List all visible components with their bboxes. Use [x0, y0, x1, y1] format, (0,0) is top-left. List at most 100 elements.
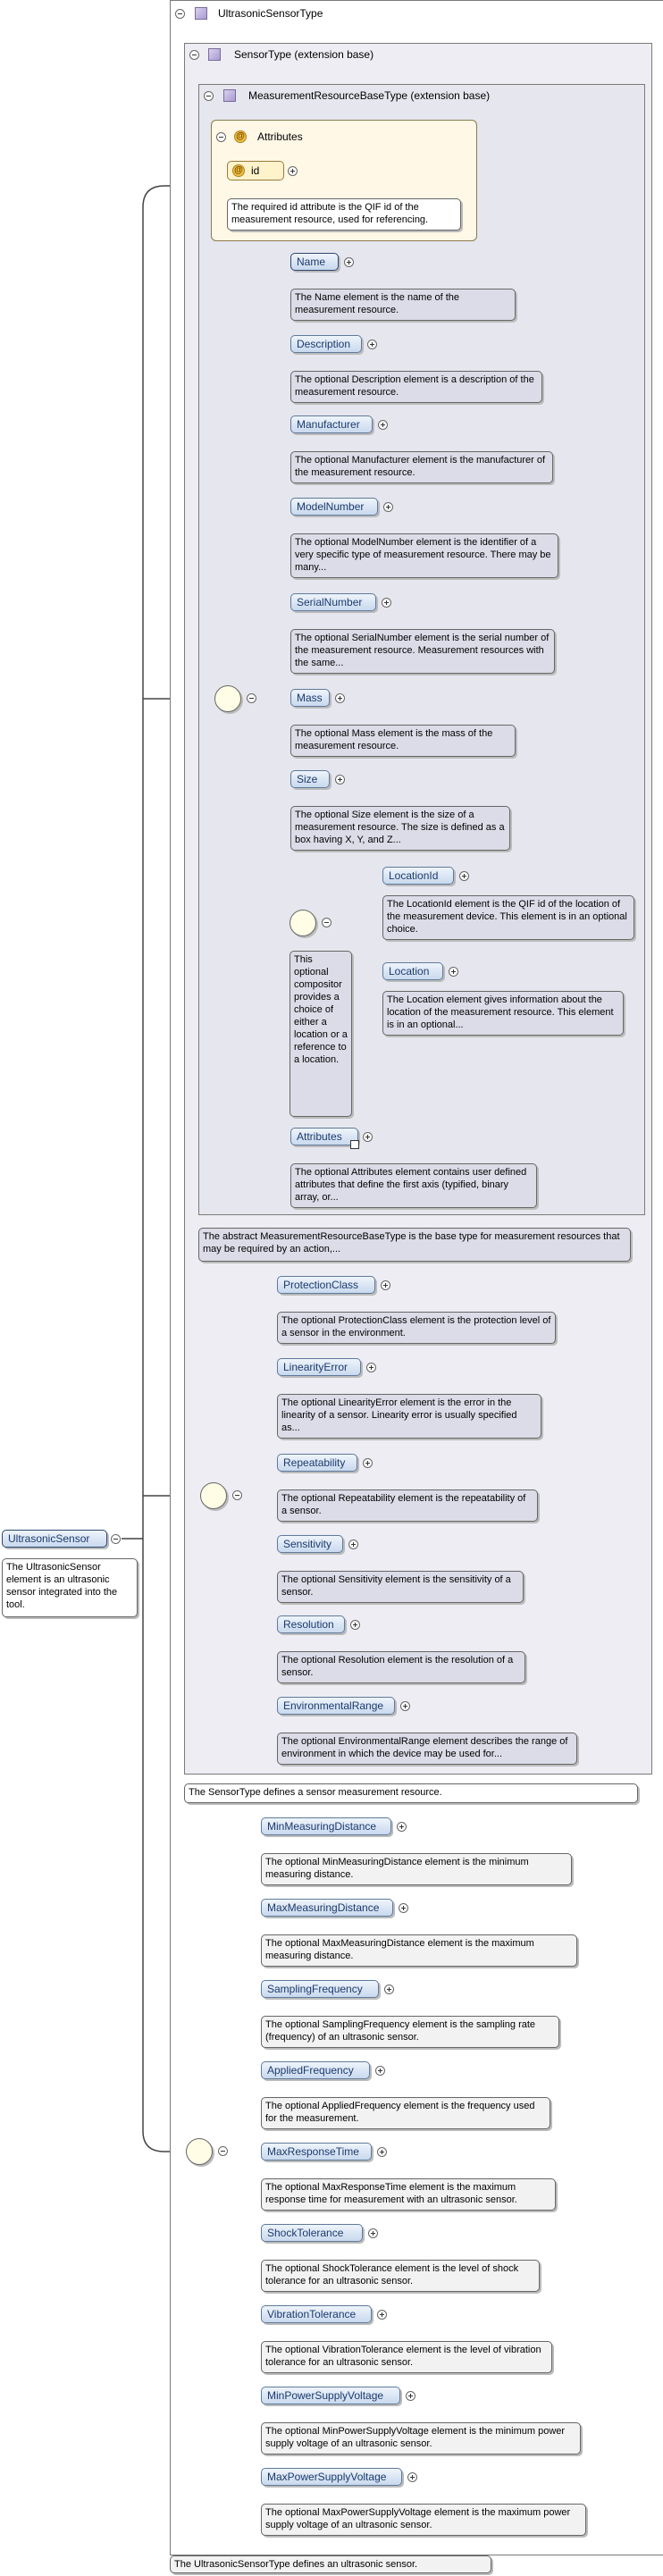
- expand-linearityerror-toggle[interactable]: [366, 1363, 376, 1372]
- expand-minpowersupplyvoltage-toggle[interactable]: [406, 2391, 415, 2401]
- expand-attributes-toggle[interactable]: [363, 1132, 373, 1142]
- element-description[interactable]: Description: [290, 335, 362, 353]
- expand-maxresponsetime-toggle[interactable]: [377, 2147, 387, 2157]
- element-linearityerror[interactable]: LinearityError: [277, 1358, 361, 1376]
- choice-doc: This optional compositor provides a choi…: [290, 951, 352, 1117]
- samplingfrequency-doc: The optional SamplingFrequency element i…: [261, 2016, 559, 2048]
- collapse-attributes-toggle[interactable]: [216, 132, 226, 142]
- repeatability-doc: The optional Repeatability element is th…: [277, 1489, 538, 1522]
- resolution-doc: The optional Resolution element is the r…: [277, 1651, 525, 1683]
- collapse-choice-toggle[interactable]: [322, 918, 332, 927]
- complex-type-icon: [195, 7, 207, 20]
- element-sensitivity[interactable]: Sensitivity: [277, 1535, 343, 1553]
- protectionclass-doc: The optional ProtectionClass element is …: [277, 1312, 556, 1344]
- element-resolution[interactable]: Resolution: [277, 1615, 345, 1633]
- expand-manufacturer-toggle[interactable]: [378, 420, 388, 430]
- expand-minmeasuringdistance-toggle[interactable]: [397, 1822, 407, 1832]
- sequence-compositor-icon[interactable]: [214, 685, 241, 712]
- expand-location-toggle[interactable]: [449, 967, 458, 977]
- maxmeasuringdistance-doc: The optional MaxMeasuringDistance elemen…: [261, 1934, 577, 1967]
- mrb-type-doc: The abstract MeasurementResourceBaseType…: [198, 1228, 631, 1262]
- root-element-ultrasonic-sensor[interactable]: UltrasonicSensor: [2, 1530, 107, 1548]
- expand-serialnumber-toggle[interactable]: [382, 598, 391, 608]
- name-doc: The Name element is the name of the meas…: [290, 289, 516, 321]
- element-name[interactable]: Name: [290, 253, 339, 271]
- locationid-doc: The LocationId element is the QIF id of …: [382, 895, 634, 940]
- minpowersupplyvoltage-doc: The optional MinPowerSupplyVoltage eleme…: [261, 2422, 581, 2454]
- sequence-compositor-icon[interactable]: [200, 1482, 227, 1509]
- expand-description-toggle[interactable]: [367, 340, 377, 349]
- element-minmeasuringdistance[interactable]: MinMeasuringDistance: [261, 1817, 391, 1835]
- expand-maxmeasuringdistance-toggle[interactable]: [399, 1903, 408, 1913]
- location-doc: The Location element gives information a…: [382, 991, 624, 1036]
- attributes-element-doc: The optional Attributes element contains…: [290, 1163, 537, 1208]
- expand-repeatability-toggle[interactable]: [363, 1458, 373, 1468]
- expand-resolution-toggle[interactable]: [350, 1620, 360, 1630]
- element-appliedfrequency[interactable]: AppliedFrequency: [261, 2061, 370, 2079]
- attribute-id-doc: The required id attribute is the QIF id …: [227, 198, 461, 231]
- element-locationid[interactable]: LocationId: [382, 867, 454, 885]
- element-location[interactable]: Location: [382, 962, 443, 980]
- element-shocktolerance[interactable]: ShockTolerance: [261, 2224, 363, 2242]
- sequence-compositor-icon[interactable]: [186, 2138, 213, 2165]
- attribute-at-icon: @: [234, 130, 247, 143]
- expand-sensitivity-toggle[interactable]: [348, 1540, 358, 1549]
- collapse-root-toggle[interactable]: [111, 1534, 121, 1544]
- collapse-sensor-sequence-toggle[interactable]: [232, 1490, 242, 1500]
- collapse-ultrasonic-type-toggle[interactable]: [175, 9, 185, 19]
- element-size[interactable]: Size: [290, 770, 330, 788]
- element-environmentalrange[interactable]: EnvironmentalRange: [277, 1697, 395, 1715]
- expand-maxpowersupplyvoltage-toggle[interactable]: [407, 2472, 417, 2482]
- element-serialnumber[interactable]: SerialNumber: [290, 593, 376, 611]
- ultrasonic-type-title: UltrasonicSensorType: [218, 7, 323, 20]
- collapse-ultrasonic-sequence-toggle[interactable]: [218, 2146, 228, 2156]
- attribute-at-icon: @: [232, 164, 245, 177]
- description-doc: The optional Description element is a de…: [290, 371, 542, 403]
- expand-shocktolerance-toggle[interactable]: [368, 2228, 378, 2238]
- complex-type-icon: [223, 89, 236, 102]
- element-samplingfrequency[interactable]: SamplingFrequency: [261, 1980, 379, 1998]
- ultrasonic-type-doc: The UltrasonicSensorType defines an ultr…: [170, 2555, 491, 2573]
- element-vibrationtolerance[interactable]: VibrationTolerance: [261, 2305, 372, 2323]
- size-doc: The optional Size element is the size of…: [290, 806, 510, 851]
- element-maxpowersupplyvoltage[interactable]: MaxPowerSupplyVoltage: [261, 2468, 402, 2486]
- collapse-mrb-sequence-toggle[interactable]: [247, 693, 256, 703]
- element-minpowersupplyvoltage[interactable]: MinPowerSupplyVoltage: [261, 2387, 400, 2404]
- element-protectionclass[interactable]: ProtectionClass: [277, 1276, 375, 1294]
- expand-mass-toggle[interactable]: [335, 693, 345, 703]
- expand-locationid-toggle[interactable]: [459, 871, 469, 881]
- mrb-type-title: MeasurementResourceBaseType (extension b…: [248, 89, 491, 102]
- maxpowersupplyvoltage-doc: The optional MaxPowerSupplyVoltage eleme…: [261, 2504, 586, 2536]
- expand-appliedfrequency-toggle[interactable]: [375, 2066, 385, 2076]
- expand-vibrationtolerance-toggle[interactable]: [377, 2310, 387, 2320]
- environmentalrange-doc: The optional EnvironmentalRange element …: [277, 1733, 577, 1765]
- element-modelnumber[interactable]: ModelNumber: [290, 498, 378, 516]
- attribute-id-label: id: [251, 164, 260, 177]
- expand-name-toggle[interactable]: [344, 257, 354, 267]
- sensor-type-title: SensorType (extension base): [234, 48, 374, 61]
- sensor-type-doc: The SensorType defines a sensor measurem…: [184, 1783, 638, 1803]
- element-manufacturer[interactable]: Manufacturer: [290, 415, 373, 433]
- element-mass[interactable]: Mass: [290, 689, 330, 707]
- collapse-mrb-type-toggle[interactable]: [204, 91, 214, 101]
- attribute-id[interactable]: @ id: [227, 161, 284, 180]
- shocktolerance-doc: The optional ShockTolerance element is t…: [261, 2260, 540, 2292]
- element-maxmeasuringdistance[interactable]: MaxMeasuringDistance: [261, 1899, 393, 1917]
- element-maxresponsetime[interactable]: MaxResponseTime: [261, 2143, 372, 2161]
- maxresponsetime-doc: The optional MaxResponseTime element is …: [261, 2178, 556, 2211]
- complex-type-icon: [208, 48, 221, 61]
- manufacturer-doc: The optional Manufacturer element is the…: [290, 451, 553, 483]
- element-repeatability[interactable]: Repeatability: [277, 1454, 357, 1472]
- minmeasuringdistance-doc: The optional MinMeasuringDistance elemen…: [261, 1853, 572, 1885]
- expand-protectionclass-toggle[interactable]: [381, 1280, 390, 1290]
- element-attributes[interactable]: Attributes: [290, 1128, 358, 1145]
- collapse-sensor-type-toggle[interactable]: [189, 50, 199, 60]
- choice-compositor-icon[interactable]: [290, 910, 316, 936]
- expand-modelnumber-toggle[interactable]: [383, 502, 393, 512]
- serialnumber-doc: The optional SerialNumber element is the…: [290, 629, 555, 674]
- expand-size-toggle[interactable]: [335, 775, 345, 785]
- expand-environmentalrange-toggle[interactable]: [400, 1701, 410, 1711]
- expand-samplingfrequency-toggle[interactable]: [384, 1984, 394, 1994]
- attributes-label: Attributes: [257, 130, 303, 143]
- expand-id-toggle[interactable]: [288, 166, 298, 176]
